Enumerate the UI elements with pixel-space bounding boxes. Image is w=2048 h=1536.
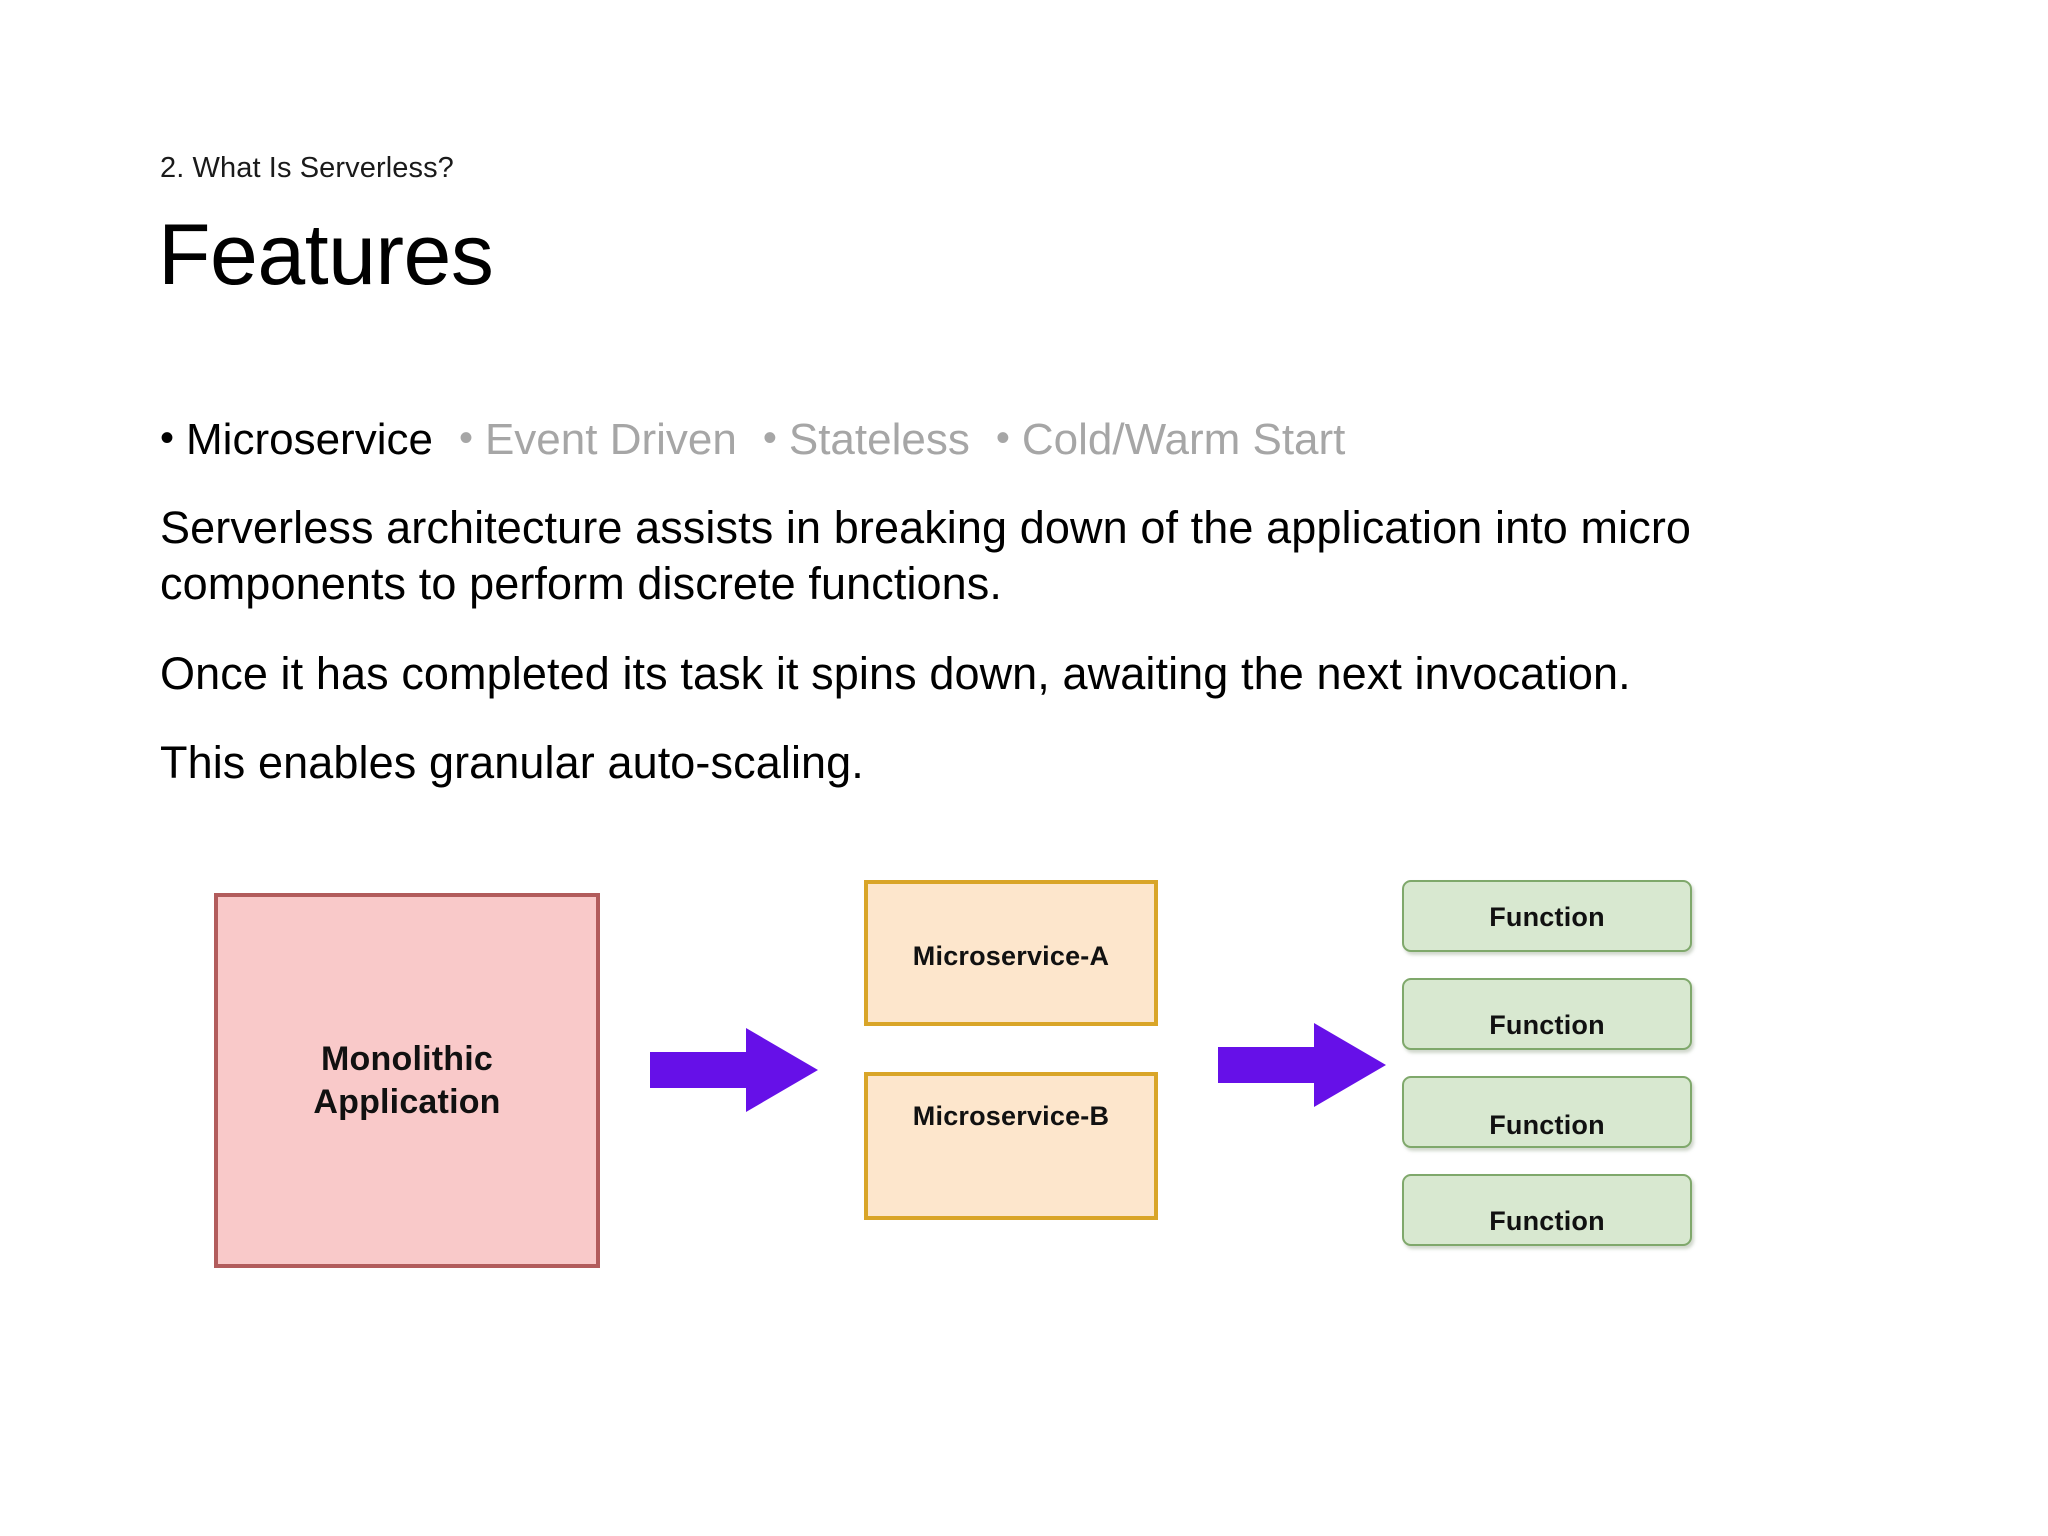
feature-label: Cold/Warm Start xyxy=(1021,415,1346,464)
function-box-2[interactable]: Function xyxy=(1402,978,1692,1050)
monolith-label-line-1: Monolithic xyxy=(321,1040,493,1078)
arrow-monolith-to-microservices xyxy=(650,1020,820,1120)
function-label: Function xyxy=(1489,902,1605,932)
monolith-label-line-2: Application xyxy=(313,1082,501,1121)
microservice-b-box[interactable]: Microservice-B xyxy=(864,1072,1158,1220)
function-label: Function xyxy=(1489,1010,1605,1040)
feature-label: Microservice xyxy=(186,415,433,464)
bullet-dot-icon: • xyxy=(160,416,175,460)
function-box-3[interactable]: Function xyxy=(1402,1076,1692,1148)
bullet-dot-icon: • xyxy=(995,416,1010,460)
function-label: Function xyxy=(1489,1206,1605,1236)
body-paragraph-3: This enables granular auto-scaling. xyxy=(160,737,864,789)
function-box-4[interactable]: Function xyxy=(1402,1174,1692,1246)
page-title: Features xyxy=(158,207,494,303)
microservice-a-box[interactable]: Microservice-A xyxy=(864,880,1158,1026)
feature-list: • Microservice • Event Driven • Stateles… xyxy=(160,415,1345,466)
arrow-microservices-to-functions xyxy=(1218,1015,1388,1115)
monolithic-application-label: Monolithic Application xyxy=(313,1038,500,1123)
microservice-b-label: Microservice-B xyxy=(912,1101,1110,1131)
microservice-a-label: Microservice-A xyxy=(912,941,1110,971)
bullet-dot-icon: • xyxy=(762,416,777,460)
feature-item-cold-warm-start[interactable]: • Cold/Warm Start xyxy=(996,415,1346,466)
body-text-block: Serverless architecture assists in break… xyxy=(160,500,1920,791)
monolithic-application-box[interactable]: Monolithic Application xyxy=(214,893,600,1268)
feature-item-microservice[interactable]: • Microservice xyxy=(160,415,433,466)
feature-label: Event Driven xyxy=(484,415,737,464)
feature-item-stateless[interactable]: • Stateless xyxy=(763,415,970,466)
body-paragraph-2: Once it has completed its task it spins … xyxy=(160,647,1631,699)
feature-item-event-driven[interactable]: • Event Driven xyxy=(459,415,737,466)
body-paragraph-1: Serverless architecture assists in break… xyxy=(160,502,1692,609)
bullet-dot-icon: • xyxy=(458,416,473,460)
function-box-1[interactable]: Function xyxy=(1402,880,1692,952)
section-eyebrow: 2. What Is Serverless? xyxy=(160,152,454,184)
feature-label: Stateless xyxy=(788,415,970,464)
function-label: Function xyxy=(1489,1110,1605,1140)
